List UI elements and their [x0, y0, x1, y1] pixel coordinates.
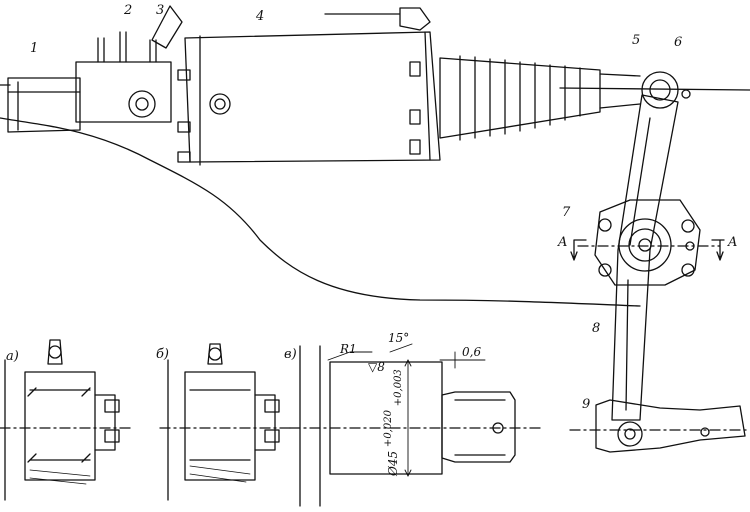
detail-view-v — [289, 343, 541, 507]
view-label-b: б) — [156, 347, 170, 362]
callout-8: 8 — [592, 321, 601, 336]
callout-5: 5 — [632, 33, 641, 48]
callout-1: 1 — [30, 41, 39, 56]
bellows-part-5 — [439, 55, 641, 141]
bracket-part-1 — [7, 77, 81, 133]
mount-part-2 — [75, 5, 183, 123]
section-mark-right: A — [728, 235, 738, 250]
tie-rod-end-part-9 — [569, 399, 750, 453]
hub-part-7 — [594, 199, 701, 286]
callout-9: 9 — [582, 397, 591, 412]
cylinder-part-4 — [177, 7, 441, 166]
dim-tolerance-lower: +0,003 — [393, 369, 404, 407]
dim-tolerance-upper: +0,020 — [383, 410, 394, 448]
view-label-a: а) — [6, 349, 19, 364]
section-mark-left: A — [558, 235, 568, 250]
dim-chamfer: 0,6 — [462, 345, 482, 359]
lever-part-8 — [611, 94, 679, 421]
section-arrows — [570, 239, 725, 261]
callout-7: 7 — [562, 205, 571, 220]
detail-view-b — [159, 343, 291, 501]
callout-3: 3 — [156, 3, 165, 18]
view-label-v: в) — [284, 347, 297, 362]
callout-4: 4 — [256, 9, 265, 24]
dim-diameter-value: Ø45 — [386, 450, 400, 476]
eye-part-3 — [128, 90, 156, 118]
dim-radius: R1 — [340, 342, 357, 356]
callout-6: 6 — [674, 35, 683, 50]
callout-2: 2 — [124, 3, 133, 18]
dim-diameter: Ø45 +0,020 +0,003 — [383, 369, 404, 476]
detail-view-a — [0, 339, 131, 501]
dim-roughness: ▽8 — [368, 360, 385, 374]
dim-angle: 15° — [388, 331, 410, 345]
ball-joint-part-6 — [641, 71, 691, 109]
